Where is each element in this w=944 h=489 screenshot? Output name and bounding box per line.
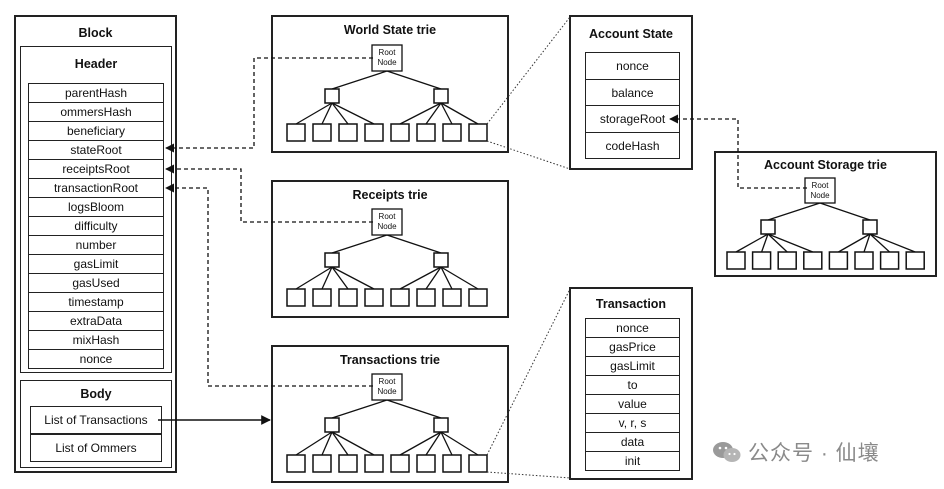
account_state-fields-field-2: storageRoot: [585, 105, 680, 133]
transaction-fields-field-6: data: [585, 432, 680, 452]
transactions-trie-box: Transactions trie: [271, 345, 509, 483]
block-header-fields-field-3: stateRoot: [28, 140, 164, 160]
header-title: Header: [74, 57, 118, 71]
account_state-fields-field-3: codeHash: [585, 131, 680, 159]
block-title: Block: [78, 26, 113, 40]
transaction-fields-field-4: value: [585, 394, 680, 414]
transaction-fields-field-0: nonce: [585, 318, 680, 338]
transaction-fields-field-1: gasPrice: [585, 337, 680, 357]
block-header-fields-field-5: transactionRoot: [28, 178, 164, 198]
transaction-fields-field-2: gasLimit: [585, 356, 680, 376]
transaction-title: Transaction: [595, 297, 667, 311]
watermark: 公众号 · 仙壤: [712, 437, 880, 467]
world-state-trie-title: World State trie: [343, 23, 437, 37]
block-header-fields-field-12: extraData: [28, 311, 164, 331]
block-header-fields-field-2: beneficiary: [28, 121, 164, 141]
block-header-fields-field-9: gasLimit: [28, 254, 164, 274]
receipts-trie-box: Receipts trie: [271, 180, 509, 318]
account_state-fields-field-1: balance: [585, 78, 680, 106]
body-field-list-of-transactions: List of Transactions: [30, 406, 162, 434]
block-header-fields-field-7: difficulty: [28, 216, 164, 236]
account-storage-trie-title: Account Storage trie: [764, 158, 887, 172]
account-storage-trie-box: Account Storage trie: [714, 151, 937, 277]
receipts-trie-title: Receipts trie: [352, 188, 428, 202]
block-header-fields-field-11: timestamp: [28, 292, 164, 312]
block-header-fields-field-10: gasUsed: [28, 273, 164, 293]
block-header-fields-field-4: receiptsRoot: [28, 159, 164, 179]
wechat-icon: [713, 442, 741, 462]
body-title: Body: [80, 387, 112, 401]
transaction-fields-field-5: v, r, s: [585, 413, 680, 433]
block-header-fields-field-1: ommersHash: [28, 102, 164, 122]
watermark-text: 公众号 · 仙壤: [748, 442, 880, 465]
body-field-list-of-ommers: List of Ommers: [30, 434, 162, 462]
block-header-fields-field-6: logsBloom: [28, 197, 164, 217]
block-header-fields-field-0: parentHash: [28, 83, 164, 103]
block-header-fields-field-14: nonce: [28, 349, 164, 369]
account_state-fields-field-0: nonce: [585, 52, 680, 80]
block-header-fields-field-8: number: [28, 235, 164, 255]
transactions-trie-title: Transactions trie: [339, 353, 441, 367]
block-header-fields-field-13: mixHash: [28, 330, 164, 350]
account-state-title: Account State: [588, 27, 674, 41]
world-state-trie-box: World State trie: [271, 15, 509, 153]
transaction-fields-field-7: init: [585, 451, 680, 471]
transaction-fields-field-3: to: [585, 375, 680, 395]
